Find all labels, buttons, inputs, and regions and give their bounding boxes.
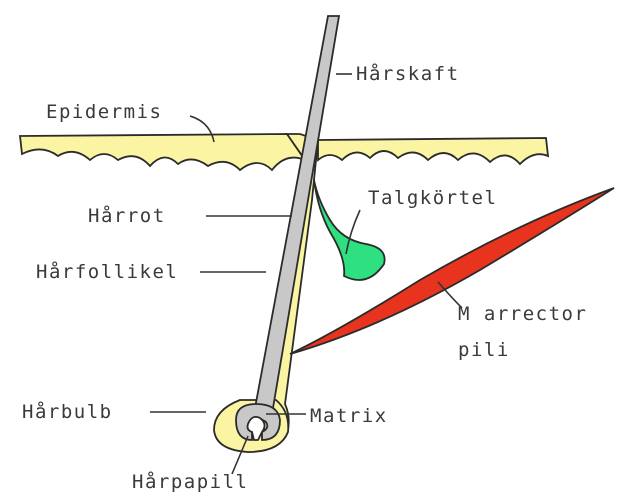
epidermis-right [318,138,548,164]
label-m-arrector: M arrector [458,303,587,325]
arrector-pili-muscle [290,188,614,354]
label-pili: pili [458,339,510,361]
epidermis-left [20,134,305,170]
label-harpapill: Hårpapill [132,470,248,493]
label-epidermis: Epidermis [46,101,162,123]
label-harbulb: Hårbulb [22,400,113,423]
label-talgkortel: Talgkörtel [368,187,497,209]
label-matrix: Matrix [310,405,388,427]
label-harrot: Hårrot [88,204,166,227]
label-harfollikel: Hårfollikel [36,260,178,283]
label-harskaft: Hårskaft [356,62,460,85]
